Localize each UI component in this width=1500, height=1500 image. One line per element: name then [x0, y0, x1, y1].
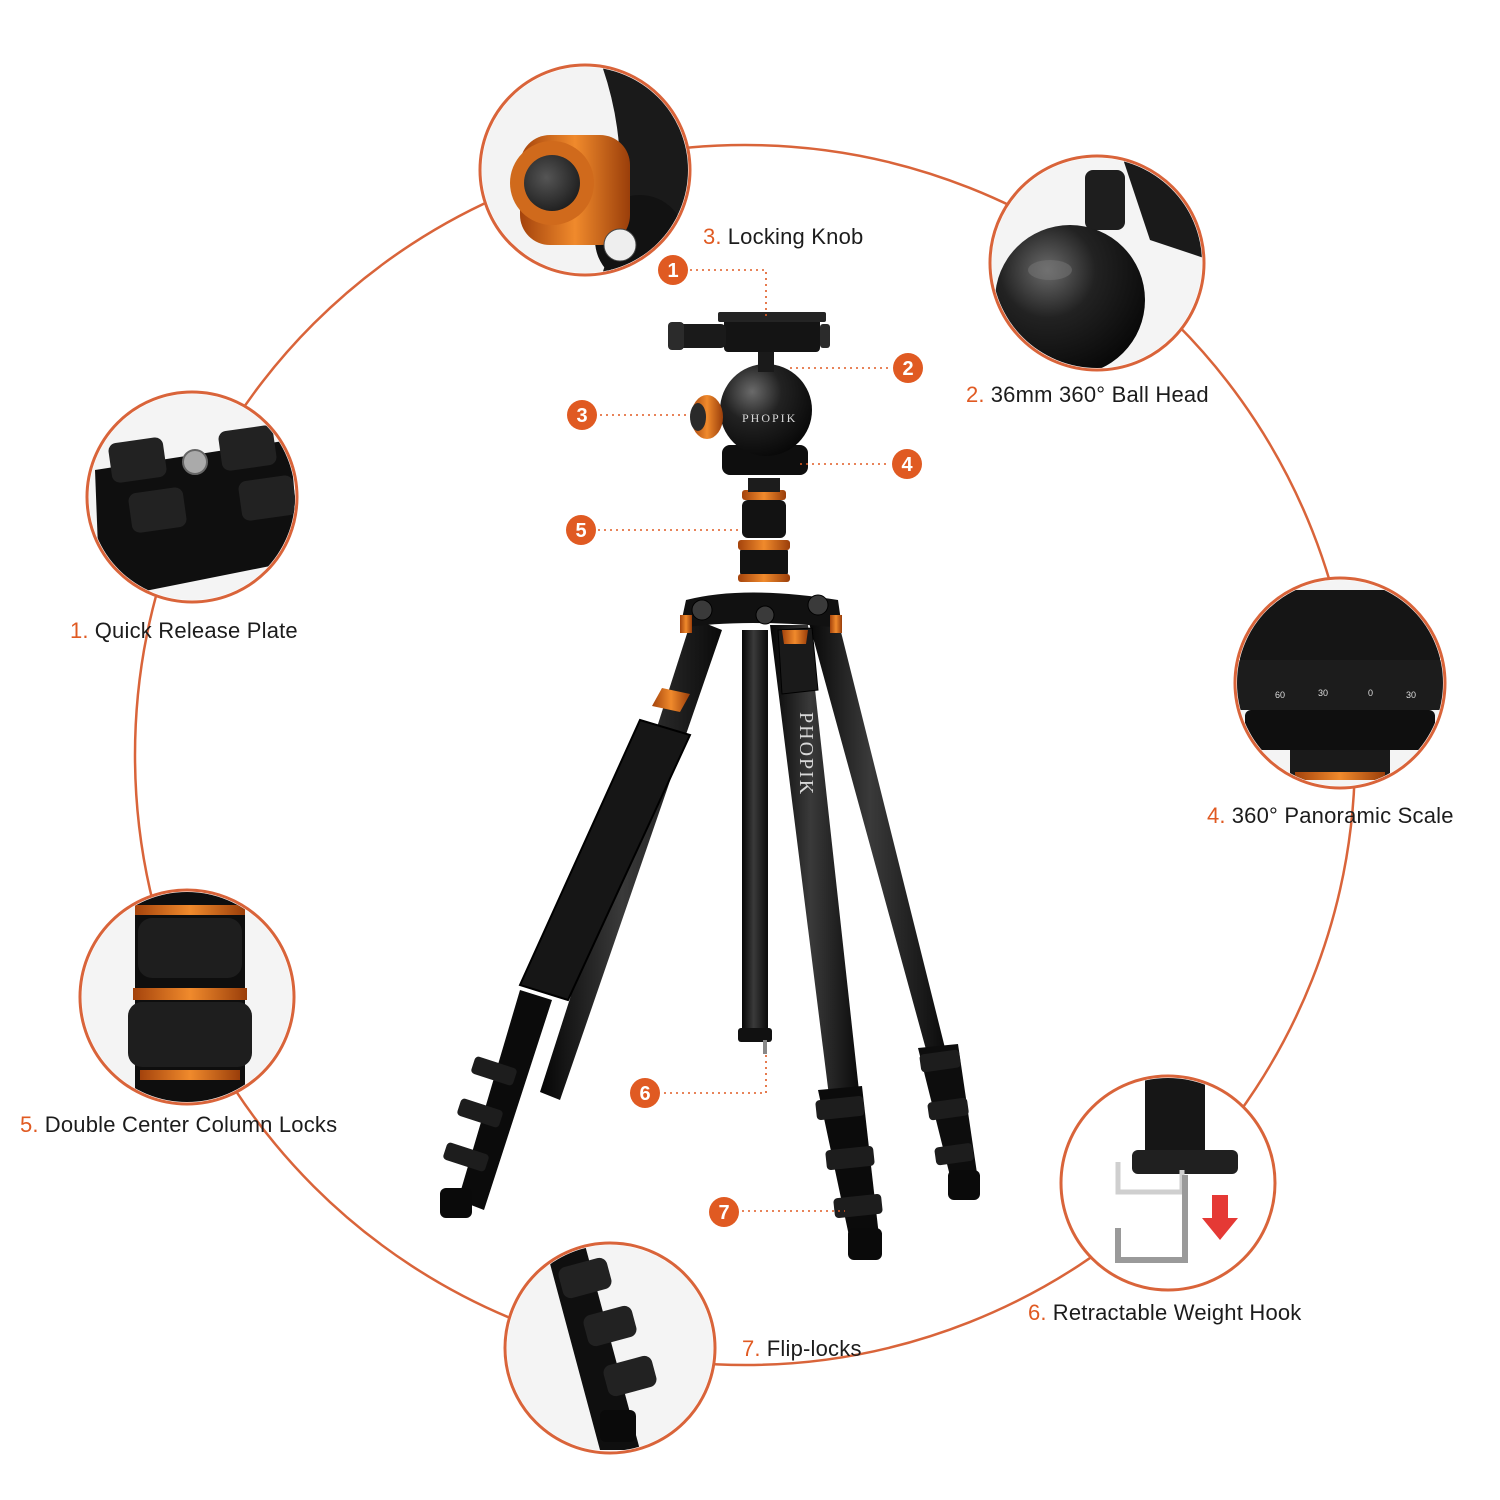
badge-number: 5: [575, 520, 586, 542]
callout-badge-2: 2: [893, 353, 923, 383]
tripod-leg-back: [806, 612, 980, 1200]
panoramic-scale-icon: 60 30 0 30: [1233, 576, 1447, 790]
caption-quick-release-plate: 1.Quick Release Plate: [70, 618, 298, 644]
callout-badge-6: 6: [630, 1078, 660, 1108]
caption-flip-locks: 7.Flip-locks: [742, 1336, 862, 1362]
leader-6: [664, 1052, 767, 1094]
caption-label: 360° Panoramic Scale: [1231, 803, 1454, 828]
badge-number: 3: [576, 405, 587, 427]
tripod-leg-left: [440, 618, 722, 1218]
caption-number: 3.: [703, 224, 722, 249]
ball-head-icon: [988, 154, 1206, 372]
caption-label: Locking Knob: [727, 224, 864, 249]
caption-column-locks: 5.Double Center Column Locks: [20, 1112, 337, 1138]
callout-badge-7: 7: [709, 1197, 739, 1227]
weight-hook-icon: [1059, 1074, 1277, 1292]
quick-release-plate-icon: [85, 390, 299, 604]
center-column-locks: [738, 478, 790, 582]
leg-brand-logo: PHOPIK: [795, 712, 817, 796]
scale-tick-30: 30: [1318, 688, 1328, 698]
caption-label: Retractable Weight Hook: [1052, 1300, 1302, 1325]
scale-tick-30b: 30: [1406, 690, 1416, 700]
caption-number: 6.: [1028, 1300, 1047, 1325]
tripod-spider: [680, 592, 842, 633]
caption-number: 1.: [70, 618, 89, 643]
flip-locks-icon: [503, 1241, 717, 1455]
callout-badge-3: 3: [567, 400, 597, 430]
badge-number: 1: [667, 260, 678, 282]
caption-number: 5.: [20, 1112, 39, 1137]
badge-number: 6: [639, 1083, 650, 1105]
ballhead-brand-logo: PHOPIK: [742, 411, 797, 425]
column-locks-icon: [78, 888, 296, 1106]
callout-leaders: [598, 269, 890, 1212]
scale-tick-60: 60: [1275, 690, 1285, 700]
caption-panoramic-scale: 4.360° Panoramic Scale: [1207, 803, 1454, 829]
callout-badge-5: 5: [566, 515, 596, 545]
callout-badge-1: 1: [658, 255, 688, 285]
badge-number: 4: [901, 454, 913, 476]
tripod-leg-front: PHOPIK: [770, 625, 883, 1260]
tripod-illustration: PHOPIK PHOPIK: [440, 312, 980, 1260]
caption-label: Flip-locks: [766, 1336, 862, 1361]
tripod-center-column: [738, 630, 772, 1054]
ball-head: PHOPIK: [668, 312, 830, 475]
badge-number: 7: [718, 1202, 729, 1224]
caption-weight-hook: 6.Retractable Weight Hook: [1028, 1300, 1302, 1326]
caption-locking-knob: 3.Locking Knob: [703, 224, 863, 250]
scale-tick-0: 0: [1368, 688, 1373, 698]
locking-knob-icon: [478, 63, 692, 277]
leader-1: [690, 269, 767, 318]
callout-badge-4: 4: [892, 449, 922, 479]
caption-number: 2.: [966, 382, 985, 407]
caption-number: 4.: [1207, 803, 1226, 828]
caption-number: 7.: [742, 1336, 761, 1361]
caption-ball-head: 2.36mm 360° Ball Head: [966, 382, 1209, 408]
caption-label: Double Center Column Locks: [44, 1112, 338, 1137]
caption-label: 36mm 360° Ball Head: [990, 382, 1209, 407]
caption-label: Quick Release Plate: [94, 618, 298, 643]
badge-number: 2: [902, 358, 913, 380]
